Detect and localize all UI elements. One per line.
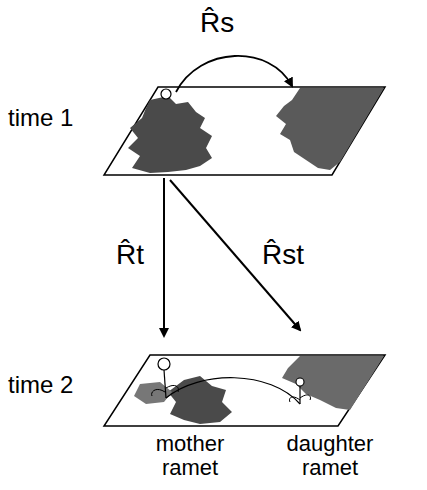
arrow-time: [163, 178, 165, 336]
operator-label: R̂t: [116, 240, 144, 271]
time-label: time 1: [8, 105, 73, 131]
ramet-label: daughter ramet: [275, 432, 385, 480]
patch-dark: [128, 96, 212, 173]
arrow-space: [176, 56, 292, 92]
time-label: time 2: [8, 372, 73, 398]
flower: [158, 358, 170, 370]
patch-light: [134, 382, 172, 404]
patch-right: [276, 88, 384, 170]
operator-label: R̂st: [262, 240, 304, 271]
ramet-label: mother ramet: [140, 432, 240, 480]
plane-time-2: [104, 355, 385, 426]
operator-label: R̂s: [200, 8, 234, 39]
plane-time-1: [104, 87, 385, 175]
patch-dark: [168, 376, 232, 424]
stolon: [166, 378, 300, 404]
ramet-dot: [161, 89, 171, 99]
flower: [296, 378, 304, 386]
